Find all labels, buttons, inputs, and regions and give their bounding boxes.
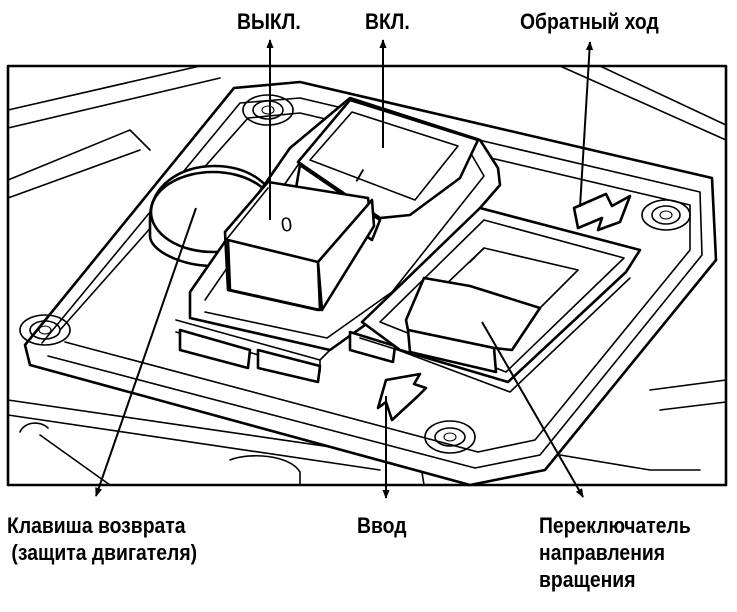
label-reset-key-line1: Клавиша возврата [7,513,186,538]
off-rocker [223,180,376,312]
direction-switch [359,206,642,393]
label-off: ВЫКЛ. [237,9,301,34]
off-symbol: 0 [280,214,294,237]
label-input: Ввод [357,513,407,538]
corner-screw-left [19,314,71,346]
label-direction-switch: Переключатель направления вращения [539,512,691,593]
corner-screw-top [242,94,294,126]
label-direction-line1: Переключатель [539,513,691,538]
reverse-direction-arrow [572,192,632,232]
pointer-reverse [579,41,594,208]
corner-screw-bottom [424,420,476,454]
corner-screw-right [641,199,691,231]
label-direction-line3: вращения [539,567,636,592]
label-reverse: Обратный ход [520,9,659,34]
label-on: ВКЛ. [365,9,410,34]
label-reset-key-line2: (защита двигателя) [11,540,198,565]
label-reset-key: Клавиша возврата (защита двигателя) [7,512,197,566]
pointer-reset [95,207,197,497]
pointer-direction [481,321,584,498]
input-direction-arrow [376,372,428,422]
label-direction-line2: направления [539,540,666,565]
view-frame [6,64,728,487]
